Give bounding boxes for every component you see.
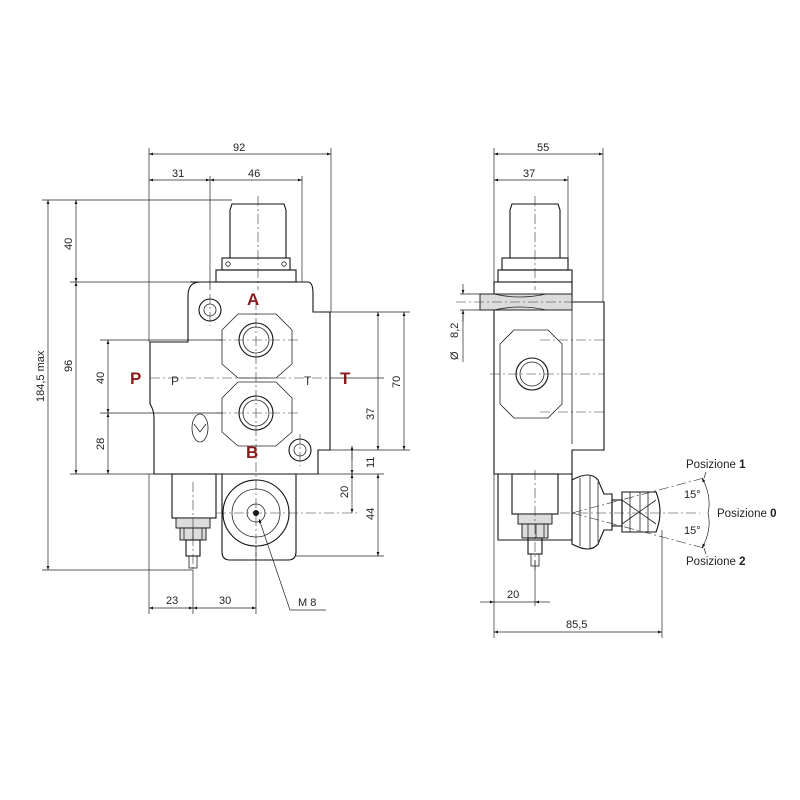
side-lever-handle	[611, 491, 661, 533]
dim-front-top-cap: 40	[63, 238, 75, 250]
dim-front-overall-height: 184,5 max	[35, 350, 47, 402]
port-b-label: B	[246, 443, 258, 462]
dim-bottom-23: 23	[166, 595, 178, 607]
position-0-label: Posizione 0	[717, 508, 776, 520]
port-p-engraving: P	[171, 374, 179, 388]
dim-bottom-30: 30	[219, 595, 231, 607]
dim-side-diameter-symbol: Ø	[449, 351, 461, 360]
front-relief-adjuster	[171, 473, 217, 569]
port-p-label: P	[130, 369, 141, 388]
dim-side-bore: 8,2	[449, 323, 461, 338]
position-2-label: Posizione 2	[686, 556, 745, 568]
side-view	[456, 196, 705, 570]
dim-right-20: 20	[339, 486, 351, 498]
position-1-label: Posizione 1	[686, 459, 746, 471]
side-top-cap	[509, 203, 561, 259]
angle-down-label: 15°	[684, 525, 701, 537]
dim-side-width: 55	[537, 142, 549, 154]
dim-front-width: 92	[233, 142, 245, 154]
dim-front-center: 46	[248, 168, 260, 180]
dim-side-bottom-20: 20	[507, 589, 519, 601]
dim-front-port-spacing: 40	[95, 372, 107, 384]
dim-right-70: 70	[391, 376, 403, 388]
front-view	[149, 196, 360, 570]
dim-right-11: 11	[365, 457, 377, 468]
side-valve-body	[493, 281, 605, 475]
front-valve-body	[149, 281, 331, 475]
port-t-engraving: T	[304, 374, 312, 388]
front-top-cap	[215, 203, 297, 283]
dim-right-37: 37	[365, 408, 377, 420]
dim-front-left: 31	[172, 168, 184, 180]
dim-side-overall: 85,5	[566, 619, 587, 631]
side-lever-boot	[571, 474, 613, 550]
side-dimension-lines	[460, 148, 710, 638]
lever-position-labels: Posizione 1 Posizione 0 Posizione 2 15° …	[684, 459, 776, 568]
dim-right-44: 44	[365, 508, 377, 520]
front-port-a-housing	[221, 313, 293, 379]
front-dimension-lines	[42, 148, 410, 614]
port-a-label: A	[247, 290, 259, 309]
dim-front-body: 96	[63, 360, 75, 372]
dim-side-inner: 37	[523, 168, 535, 180]
front-port-b-housing	[221, 381, 293, 447]
angle-up-label: 15°	[684, 489, 701, 501]
manufacturer-logo-icon	[191, 413, 209, 443]
port-t-label: T	[340, 369, 351, 388]
front-spool-housing	[221, 473, 297, 561]
dim-thread-m8: M 8	[298, 597, 316, 609]
dim-front-bottom-port: 28	[95, 438, 107, 450]
